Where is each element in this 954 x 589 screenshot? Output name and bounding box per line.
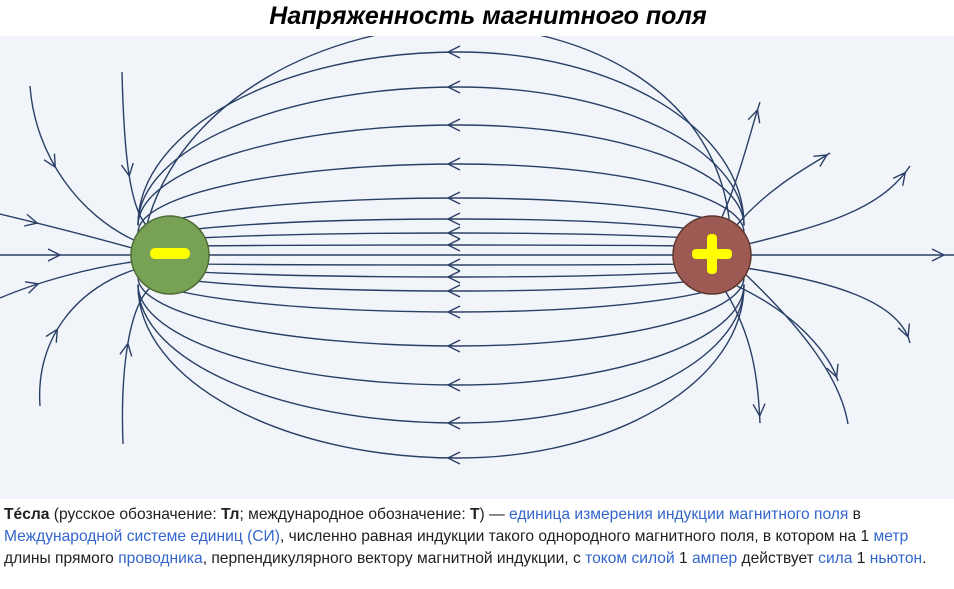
field-line-inner-1-b [137,86,459,226]
field-line-right-2-arrow [813,154,829,167]
field-line-right-1-arrow [747,108,761,124]
definition-text: , численно равная индукции такого одноро… [279,528,874,545]
field-line-left-3-arrow [23,213,39,227]
minus-sign-icon [150,248,190,259]
field-line-right-4 [745,267,911,344]
field-line-inner-3-arrow [446,157,461,171]
link-force[interactable]: сила [818,550,853,567]
field-line-inner-14-a [457,284,745,424]
axis-left-arrow [47,248,62,262]
field-line-left-2-arrow [120,162,134,178]
symbol-intl: T [470,506,480,523]
plus-sign-vertical-icon [707,234,717,274]
field-line-left-4 [0,261,133,299]
field-line-inner-14-b [137,284,459,424]
field-line-inner-13-arrow [446,378,461,392]
field-line-inner-15-a [457,284,745,459]
definition-text: 1 [674,550,692,567]
field-line-inner-15-arrow [446,451,461,465]
field-line-inner-9-arrow [446,270,461,284]
link-conductor[interactable]: проводника [118,550,203,567]
field-line-left-5 [38,268,138,407]
link-meter[interactable]: метр [873,528,909,545]
link-newton[interactable]: ньютон [869,550,923,567]
charges-group [130,215,752,295]
field-line-inner-11-arrow [446,305,461,319]
field-line-right-4-arrow [897,323,911,339]
definition-text: в [848,506,861,523]
field-line-inner-2-arrow [446,118,461,132]
field-line-inner-7-arrow [446,238,461,252]
field-line-inner-13-b [137,284,459,386]
axis-right-arrow [931,248,946,262]
definition-text: длины прямого [4,550,119,567]
link-si[interactable]: Международной системе единиц (СИ) [4,528,280,545]
field-line-inner-12-a [457,277,745,347]
field-line-inner-5-arrow [446,212,461,226]
link-magnetic-induction[interactable]: индукции магнитного поля [657,506,849,523]
field-line-right-3-arrow [892,171,907,186]
field-line-right-7 [741,270,849,425]
field-line-inner-3-a [457,163,745,233]
field-line-left-1 [29,85,137,242]
field-line-left-4-arrow [24,281,40,294]
definition-text: (русское обозначение: [49,506,222,523]
field-line-left-6 [121,287,151,445]
field-line-inner-8-arrow [446,258,461,272]
page-title: Напряженность магнитного поля [269,2,707,30]
field-line-inner-10-arrow [446,284,461,298]
field-line-inner-13-a [457,284,745,386]
definition-text: действует [737,550,819,567]
field-line-inner-3-b [137,163,459,233]
field-line-left-1-arrow [43,153,57,169]
definition-text: ; международное обозначение: [239,506,471,523]
field-line-inner-14-arrow [446,416,461,430]
field-line-inner-6-arrow [446,226,461,240]
link-strength[interactable]: силой [631,550,675,567]
term-tesla: Тéсла [4,506,50,523]
definition-text: ) — [479,506,509,523]
field-line-inner-0-a [457,51,745,226]
field-line-left-6-arrow [119,341,133,357]
field-lines-diagram [0,36,954,499]
field-line-right-3 [747,165,911,245]
field-line-left-3 [0,213,133,249]
field-line-left-2 [121,71,147,226]
field-line-inner-4-arrow [446,191,461,205]
field-line-right-2 [735,152,831,227]
link-current[interactable]: током [585,550,628,567]
field-line-inner-2-b [137,124,459,226]
field-line-right-5-arrow [826,363,839,379]
field-line-right-6 [725,291,761,424]
definition-text: 1 [852,550,870,567]
field-line-inner-0-arrow [446,45,461,59]
link-unit[interactable]: единица измерения [509,506,653,523]
field-line-left-5-arrow [45,327,59,343]
field-line-inner-1-a [457,86,745,226]
field-line-right-5 [736,285,839,382]
field-line-top-a [145,36,376,229]
tesla-definition: Тéсла (русское обозначение: Тл; междунар… [0,499,954,589]
field-line-inner-2-a [457,124,745,226]
definition-text: . [922,550,927,567]
symbol-ru: Тл [221,506,240,523]
field-line-inner-0-b [137,51,459,226]
field-line-inner-15-b [137,284,459,459]
field-line-right-6-arrow [752,403,766,418]
link-ampere[interactable]: ампер [692,550,738,567]
field-line-inner-12-arrow [446,339,461,353]
field-line-inner-1-arrow [446,80,461,94]
definition-text: , перпендикулярного вектору магнитной ин… [202,550,586,567]
field-line-top-b [539,36,731,229]
field-lines-svg [0,36,954,465]
